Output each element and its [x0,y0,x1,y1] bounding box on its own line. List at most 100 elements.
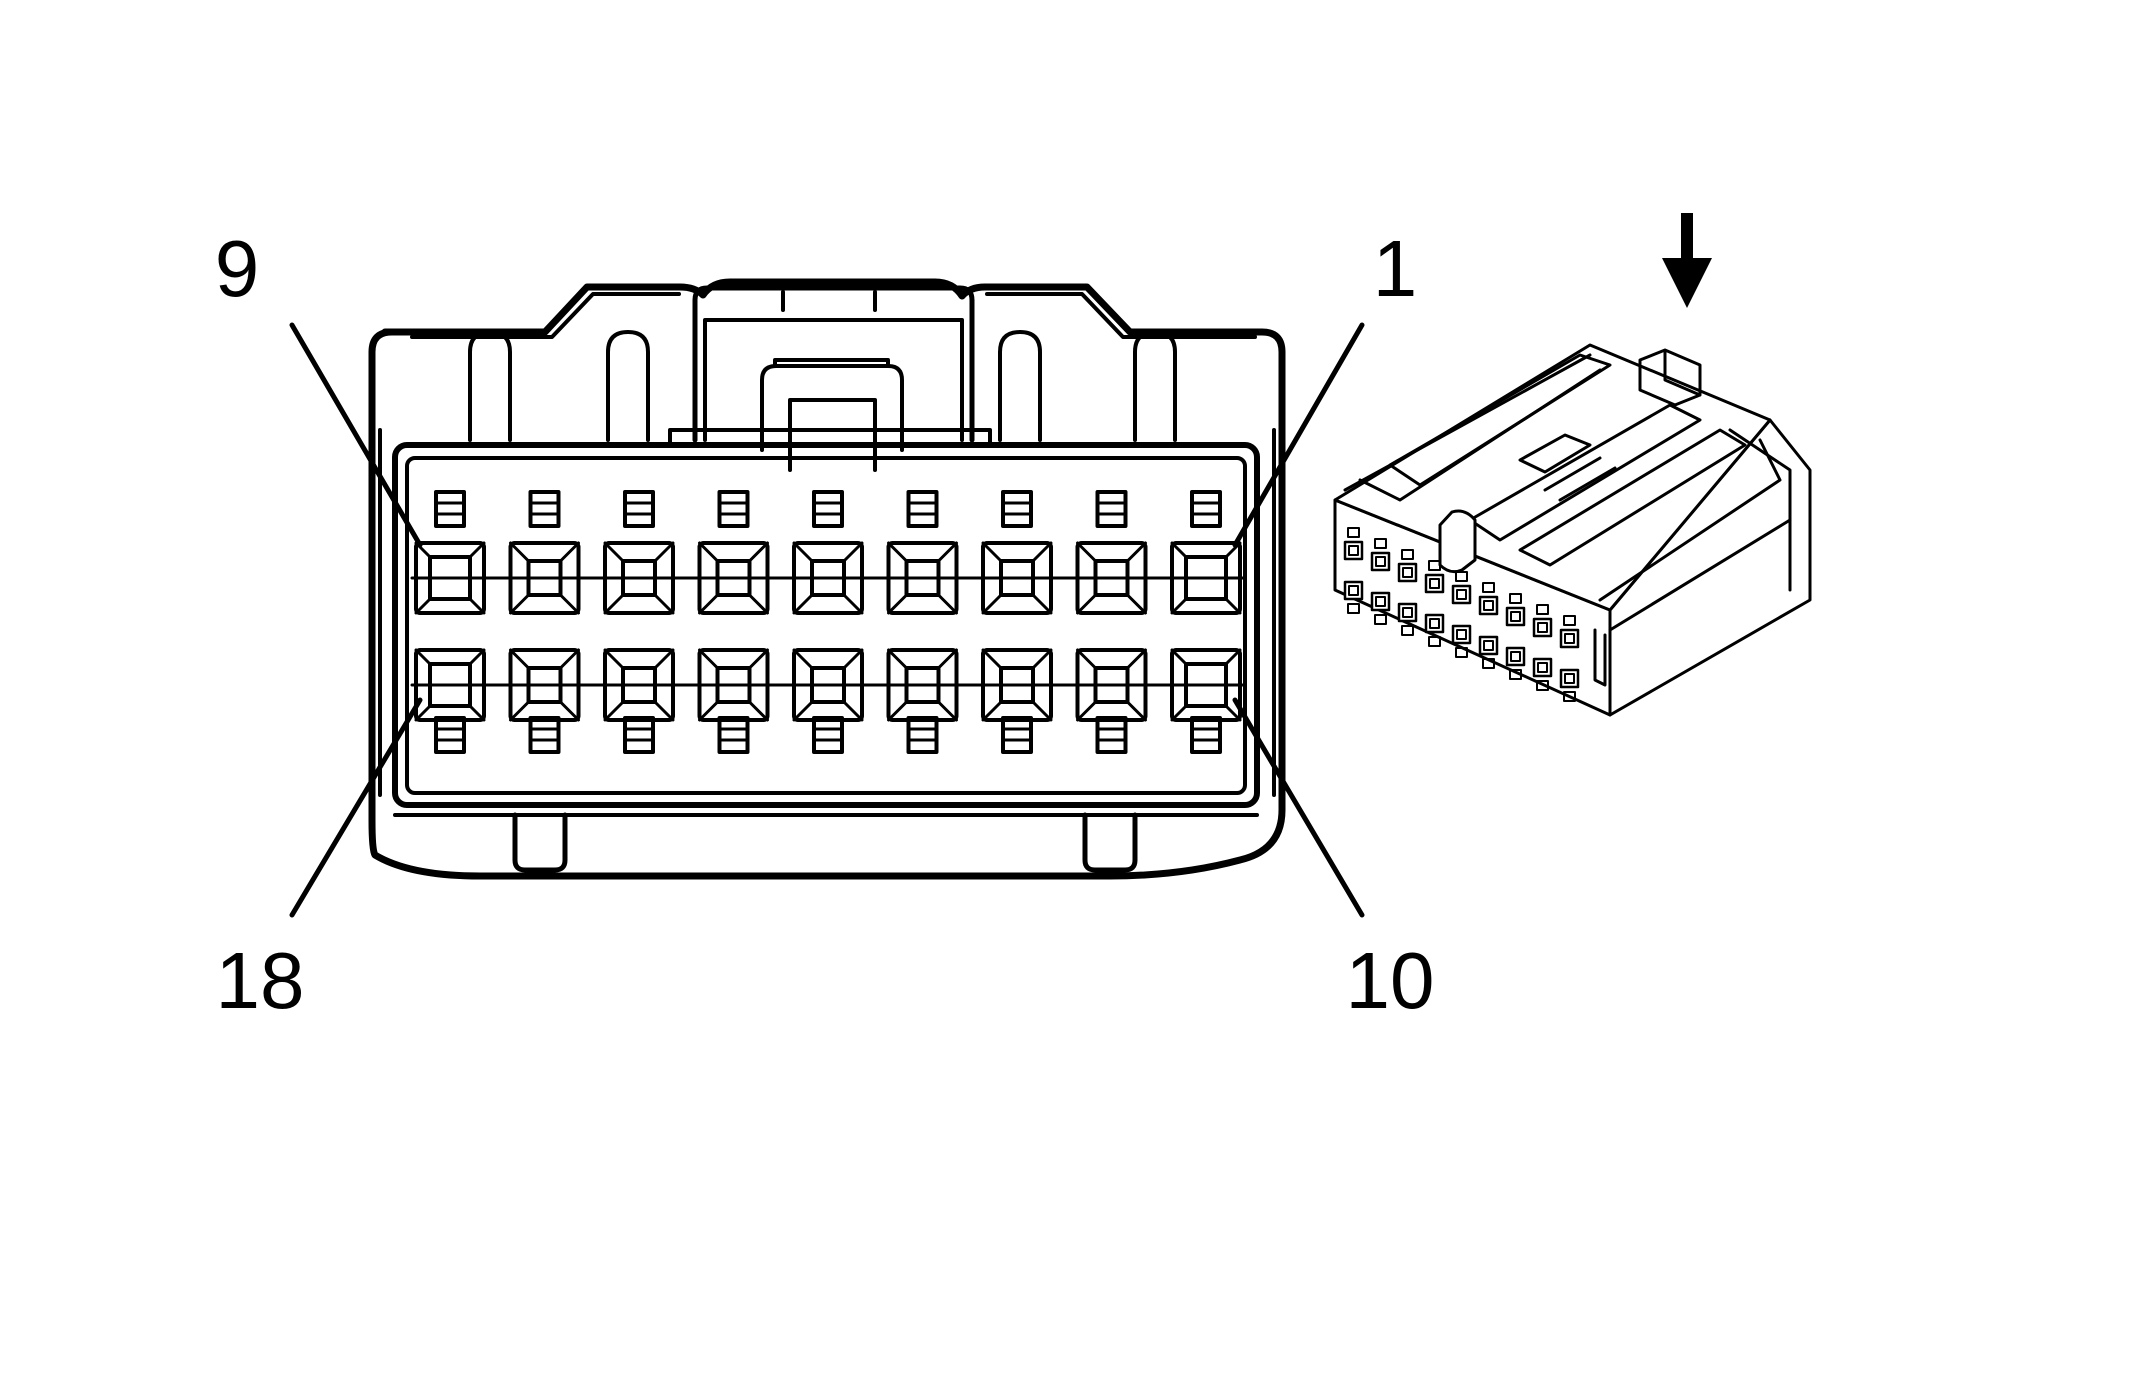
pin-lock-tab [528,716,561,754]
iso-slot [1518,433,1617,502]
pin-cavity-8 [508,541,581,615]
leader-pin-18 [289,697,423,918]
leader-pin-10 [1232,697,1365,918]
iso-cavity [1478,595,1499,616]
pin-lock-tab [434,716,466,754]
pin-label-10: 10 [1346,936,1435,1025]
pin-lock-tab [1190,716,1222,754]
iso-cavity [1343,540,1364,561]
pin-cavity-1 [1170,541,1242,615]
iso-cavity [1424,573,1445,594]
pin-cavities [414,490,1242,754]
iso-cavity [1451,624,1472,645]
pin-cavity-2 [1075,541,1148,615]
connector-isometric-view [1333,343,1812,717]
pin-lock-tab [812,716,844,754]
iso-ridge-1 [1388,353,1612,487]
iso-lock-tab [1563,615,1576,626]
pin-lock-tab [623,716,655,754]
iso-pin-cavities [1343,527,1580,702]
iso-cavity [1424,613,1445,634]
pin-label-1: 1 [1373,224,1418,313]
iso-cavity [1559,668,1580,689]
connector-front-view [289,278,1365,918]
pin-label-9: 9 [215,224,260,313]
pin-cavity-6 [697,541,770,615]
latch-housing-inner [703,290,964,442]
iso-lock-tab [1509,593,1522,604]
pin-label-18: 18 [216,936,305,1025]
iso-lock-tab [1374,538,1387,549]
iso-lock-tab [1428,560,1441,571]
iso-lock-tab [1482,582,1495,593]
iso-lock-tab [1347,527,1360,538]
iso-cavity [1370,591,1391,612]
iso-lock-tab [1401,549,1414,560]
pin-lock-tab [812,490,844,528]
top-post-mid-right [998,330,1042,442]
iso-cavity [1505,646,1526,667]
left-flange [370,418,382,802]
iso-lock-tab [1536,680,1549,691]
bottom-foot-right [1082,812,1138,873]
iso-lock-tab [1455,571,1468,582]
leader-pin-1 [1232,322,1365,548]
top-post-right [1133,330,1177,442]
pin-lock-tab [906,716,939,754]
iso-cavity [1559,628,1580,649]
pin-cavity-3 [981,541,1053,615]
pin-lock-tab [623,490,655,528]
pin-lock-tab [528,490,561,528]
right-flange [1272,418,1284,802]
iso-cavity [1451,584,1472,605]
pin-lock-tab [717,716,750,754]
pin-lock-tab [717,490,750,528]
pin-cavity-4 [886,541,959,615]
iso-lock-tab [1455,647,1468,658]
pin-cavity-5 [792,541,864,615]
housing-ledge [410,292,1257,339]
pin-lock-tab [906,490,939,528]
pin-cavity-7 [603,541,675,615]
iso-lock-tab [1347,603,1360,614]
pin-cavity-17 [508,648,581,722]
face-frame-outer [392,442,1260,808]
iso-lock-tab [1563,691,1576,702]
face-frame-ledge [668,428,992,447]
iso-cavity [1397,602,1418,623]
iso-latch [1438,509,1477,574]
iso-cavity [1397,562,1418,583]
pin-lock-tab [1095,716,1128,754]
pin-cavity-9 [414,541,486,615]
face-frame-inner [405,456,1247,795]
iso-ridge-3 [1518,428,1747,567]
iso-side-ridge [1728,428,1792,592]
iso-latch-top [1638,348,1702,407]
pin-cavity-15 [697,648,770,722]
latch-tab-inner [773,358,890,472]
iso-cavity [1532,657,1553,678]
iso-lock-tab [1428,636,1441,647]
pin-lock-tab [1001,490,1033,528]
iso-cavity [1478,635,1499,656]
pin-lock-tab [1095,490,1128,528]
iso-lock-tab [1536,604,1549,615]
bottom-foot-left [512,812,568,873]
iso-cavity [1370,551,1391,572]
housing-outline [368,278,1286,880]
iso-cavity [1532,617,1553,638]
iso-lock-tab [1374,614,1387,625]
latch-housing [692,285,975,443]
iso-lock-tab [1401,625,1414,636]
iso-cavity [1343,580,1364,601]
pin-lock-tab [1190,490,1222,528]
iso-side-notch [1593,628,1607,687]
leader-pin-9 [289,322,423,548]
pin-lock-tab [434,490,466,528]
iso-ridge-2 [1468,403,1702,542]
pin-lock-tab [1001,716,1033,754]
iso-cavity [1505,606,1526,627]
iso-lock-tab [1482,658,1495,669]
latch-tab [760,364,904,452]
